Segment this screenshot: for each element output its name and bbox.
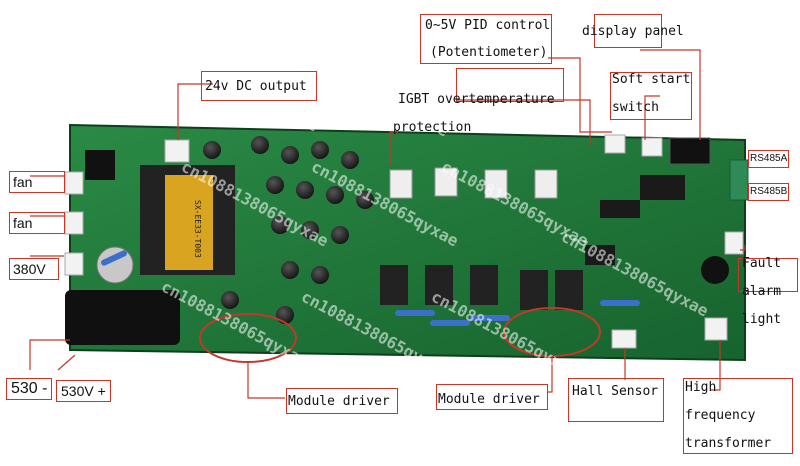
soft-start-label-1: Soft start [612,72,691,87]
resistors [101,250,640,326]
transformer: SX-EE33-T003 [140,165,235,275]
rs485a-label: RS485A [748,150,790,168]
igbt-box [456,68,564,102]
capacitor-array [203,136,374,324]
module-driver-label-1: Module driver [288,394,390,409]
fan-connector-1 [64,171,84,195]
dc-output-label: 24v DC output [205,79,307,94]
power-connector [64,252,84,276]
display-panel-box [594,14,662,48]
hall-sensor-label: Hall Sensor [572,384,659,399]
transformer-label: SX-EE33-T003 [193,200,202,258]
display-panel-label: display panel [582,24,684,39]
soft-start-label-2: switch [612,100,659,115]
fan-label-2: fan [9,212,65,234]
fault-box [738,258,798,292]
fan-label-1: fan [9,171,65,193]
pid-control-label: 0~5V PID control [425,18,551,33]
large-capacitor [65,290,180,345]
rs485b-label: RS485B [748,183,790,201]
control-ics [164,134,744,349]
hf-label-1: High [685,380,717,395]
potentiometer-label: (Potentiometer) [430,45,548,60]
module-driver-box-2 [436,384,548,410]
pid-box [420,14,552,64]
hall-sensor-box [568,378,664,422]
fault-label-1: Fault [742,256,782,271]
igbt-label-1: IGBT overtemperature [398,92,555,107]
dc-output-box [201,71,317,101]
fault-label-3: light [742,312,782,327]
fault-label-2: alarm [742,284,782,299]
soft-start-box [610,72,692,120]
v530-neg-label: 530 - [6,378,53,400]
igbt-label-2: protection [393,120,472,135]
hf-box [683,378,793,454]
rs485-terminal [729,159,749,201]
hf-label-2: frequency [685,408,756,423]
annotation-lines [29,49,746,399]
v380-label: 380V [9,258,59,280]
v530-pos-label: 530V + [56,380,111,402]
igbt-modules [380,167,583,310]
module-driver-box-1 [286,388,398,414]
hf-label-3: transformer [685,436,772,451]
module-driver-label-2: Module driver [438,392,540,407]
fan-connector-2 [64,211,84,235]
